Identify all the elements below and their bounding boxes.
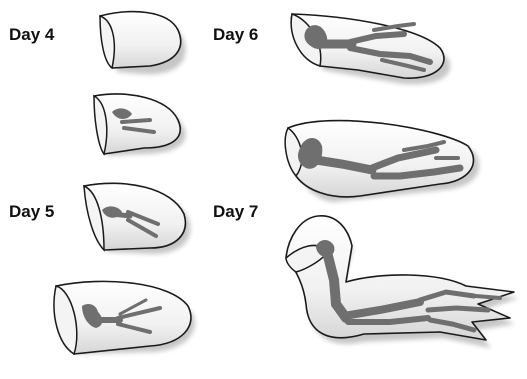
day-6-label: Day 6 xyxy=(213,25,258,45)
limb-day6-a xyxy=(291,14,450,84)
limb-day7 xyxy=(286,216,519,348)
day-7-label: Day 7 xyxy=(213,202,258,222)
limb-bud-day4-a xyxy=(100,12,186,75)
limb-bud-day4-b xyxy=(94,94,186,156)
day-5-label: Day 5 xyxy=(9,202,54,222)
limb-bud-day5-b xyxy=(54,281,195,354)
limb-day6-b xyxy=(285,121,479,202)
limb-bud-day5-a xyxy=(84,183,190,254)
day-4-label: Day 4 xyxy=(9,25,54,45)
